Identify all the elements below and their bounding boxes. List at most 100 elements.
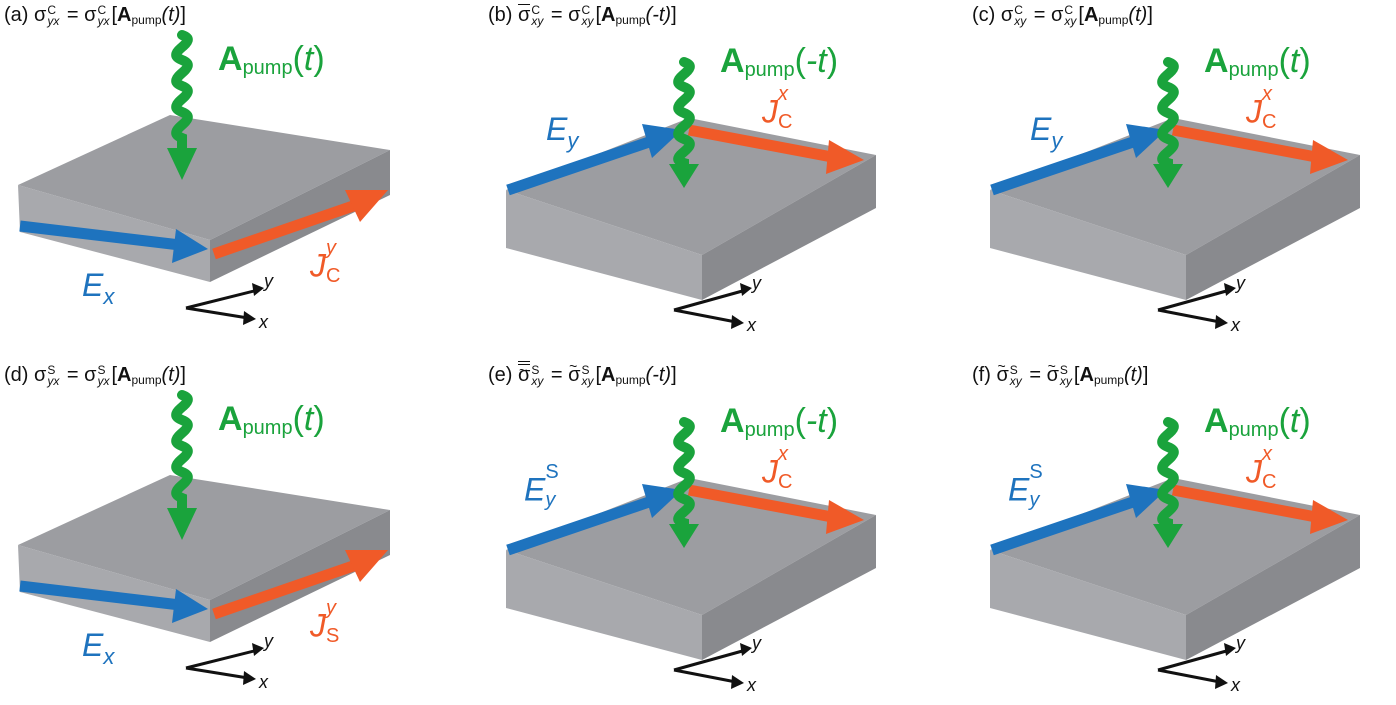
pump-arrowhead xyxy=(167,148,197,180)
x-axis-label: x xyxy=(1231,315,1240,335)
x-axis-arrow xyxy=(1157,668,1221,684)
slab-top-face xyxy=(18,475,390,600)
x-axis-label: x xyxy=(747,315,756,335)
overbar xyxy=(518,364,531,365)
current-arrowhead xyxy=(1310,140,1348,174)
y-axis-arrowhead xyxy=(252,643,264,656)
x-axis-arrowhead xyxy=(1215,675,1228,689)
slab-side-face xyxy=(210,150,390,282)
panel-d-drawing xyxy=(18,390,390,685)
tilde-mark: ~ xyxy=(519,362,528,378)
x-axis-arrow xyxy=(673,308,737,324)
current-arrow xyxy=(212,559,358,620)
pump-wave-arrow xyxy=(1157,57,1179,173)
current-arrowhead xyxy=(345,190,388,222)
x-axis-arrow xyxy=(185,306,249,320)
efield-arrowhead xyxy=(172,589,208,623)
pump-label: Apump(t) xyxy=(1204,402,1311,441)
pump-arrowhead xyxy=(1153,164,1183,188)
double-overbar xyxy=(518,361,531,362)
efield-arrow xyxy=(990,136,1135,196)
pump-wave-arrow xyxy=(1157,417,1179,533)
x-axis-label: x xyxy=(259,672,268,692)
overbar xyxy=(518,4,531,5)
y-axis-label: y xyxy=(752,273,761,293)
x-axis-arrow xyxy=(673,668,737,684)
efield-label: Ey xyxy=(1030,111,1063,153)
pump-label: Apump(t) xyxy=(218,400,325,439)
y-axis-arrowhead xyxy=(252,283,264,296)
efield-arrow xyxy=(506,496,651,556)
current-arrowhead xyxy=(345,550,388,582)
pump-wave-arrow xyxy=(171,390,193,517)
x-axis-arrowhead xyxy=(243,671,256,685)
panel-b-drawing xyxy=(506,57,876,329)
pump-wave-arrow xyxy=(673,57,695,173)
slab-top-face xyxy=(18,115,390,240)
y-axis-arrowhead xyxy=(1224,283,1236,296)
y-axis-label: y xyxy=(1236,273,1245,293)
slab-side-face xyxy=(1186,155,1360,300)
efield-arrow xyxy=(19,220,181,251)
y-axis-arrow xyxy=(1157,648,1231,672)
efield-arrowhead xyxy=(172,229,208,263)
y-axis-arrowhead xyxy=(740,283,752,296)
panel-e-drawing xyxy=(506,417,876,689)
x-axis-arrow xyxy=(1157,308,1221,324)
pump-label: Apump(-t) xyxy=(720,42,839,81)
y-axis-arrowhead xyxy=(1224,643,1236,656)
y-axis-label: y xyxy=(264,271,273,291)
slab-front-face xyxy=(990,190,1186,300)
efield-arrowhead xyxy=(642,124,682,158)
x-axis-label: x xyxy=(1231,675,1240,695)
pump-label: Apump(t) xyxy=(218,40,325,79)
current-arrowhead xyxy=(1310,500,1348,534)
y-axis-arrow xyxy=(673,288,747,312)
tilde-mark: ~ xyxy=(1047,358,1056,374)
x-axis-arrowhead xyxy=(731,675,744,689)
slab-side-face xyxy=(702,515,876,660)
slab-side-face xyxy=(1186,515,1360,660)
efield-label: Ex xyxy=(82,627,115,669)
x-axis-arrowhead xyxy=(1215,315,1228,329)
y-axis-label: y xyxy=(264,631,273,651)
current-arrow xyxy=(1171,124,1318,163)
panel-f-drawing xyxy=(990,417,1360,689)
efield-arrow xyxy=(506,136,651,196)
pump-label: Apump(t) xyxy=(1204,42,1311,81)
current-arrow xyxy=(687,124,834,163)
slab-front-face xyxy=(990,550,1186,660)
current-arrow xyxy=(1171,484,1318,523)
slab-front-face xyxy=(506,190,702,300)
tilde-mark: ~ xyxy=(569,358,578,374)
pump-arrowhead xyxy=(1153,524,1183,548)
pump-wave-arrow xyxy=(673,417,695,533)
x-axis-label: x xyxy=(747,675,756,695)
pump-arrowhead xyxy=(167,508,197,540)
y-axis-label: y xyxy=(752,633,761,653)
efield-arrowhead xyxy=(1126,484,1166,518)
efield-arrow xyxy=(990,496,1135,556)
y-axis-arrow xyxy=(185,648,259,670)
y-axis-arrow xyxy=(673,648,747,672)
pump-arrowhead xyxy=(669,164,699,188)
tilde-mark: ~ xyxy=(997,358,1006,374)
x-axis-label: x xyxy=(259,312,268,332)
